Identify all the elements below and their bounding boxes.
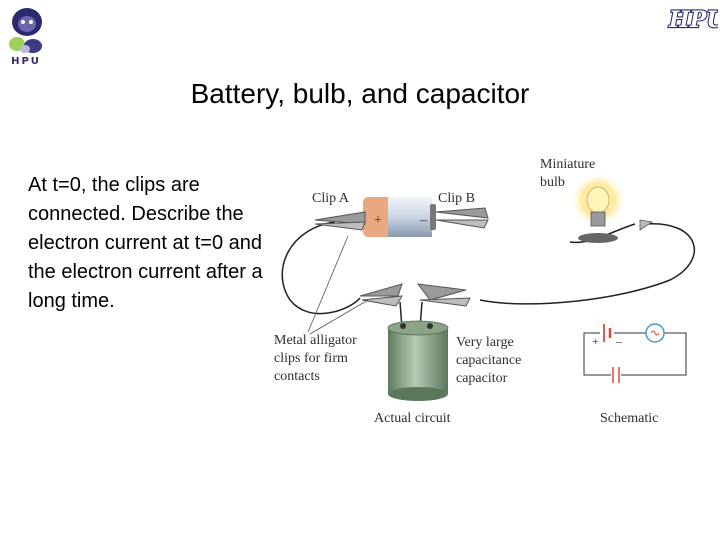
capacitor-label-line3: capacitor	[456, 371, 508, 386]
battery: + –	[363, 197, 436, 237]
clips-label-line2: clips for firm	[274, 351, 348, 366]
schematic-plus-sign: +	[592, 334, 599, 348]
question-text: At t=0, the clips are connected. Describ…	[28, 174, 263, 312]
clips-label-line1: Metal alligator	[274, 333, 357, 348]
logo-left-text: HPU	[11, 56, 41, 67]
bulb-label-line1: Miniature	[540, 157, 595, 172]
battery-minus-sign: –	[419, 213, 428, 228]
schematic-label: Schematic	[600, 411, 658, 426]
wire-left	[281, 221, 361, 315]
hpu-logo-right: HPU	[666, 2, 720, 36]
lower-clip-right	[416, 283, 471, 307]
clip-b-label: Clip B	[438, 191, 475, 206]
logo-right-text: HPU	[668, 7, 718, 33]
lower-clip-left	[359, 283, 403, 307]
miniature-bulb	[570, 172, 654, 243]
actual-circuit-label: Actual circuit	[374, 411, 451, 426]
capacitor-label-line2: capacitance	[456, 353, 521, 368]
hpu-logo-left: HPU	[3, 2, 49, 70]
circuit-diagram: + – Clip A Clip B Miniatu	[274, 157, 696, 426]
clip-a-label: Clip A	[312, 191, 350, 206]
wire-right	[479, 223, 696, 305]
schematic-minus-sign: –	[615, 334, 623, 348]
capacitor	[387, 320, 449, 401]
panther-logo-icon	[9, 8, 42, 53]
clips-label-line3: contacts	[274, 369, 320, 384]
battery-plus-sign: +	[374, 213, 382, 228]
clip-b	[435, 207, 489, 229]
clip-a	[314, 211, 366, 231]
bulb-label-line2: bulb	[540, 175, 565, 190]
schematic: + –	[583, 323, 687, 383]
slide-title: Battery, bulb, and capacitor	[190, 78, 530, 109]
capacitor-label-line1: Very large	[456, 335, 514, 350]
